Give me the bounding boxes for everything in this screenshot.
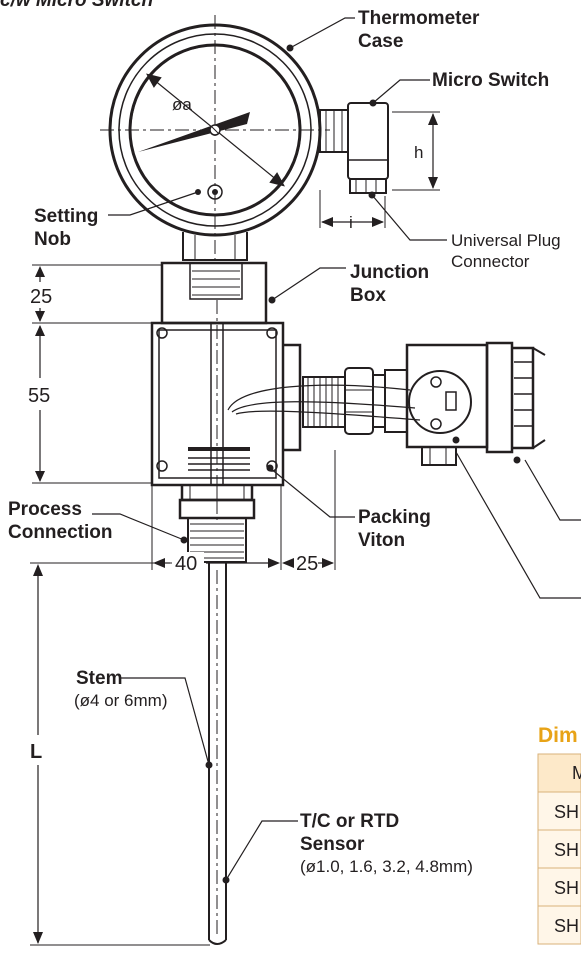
label-plug-2: Connector (451, 252, 530, 271)
dial-needle (138, 112, 250, 152)
label-packing-1: Packing (358, 507, 431, 528)
dim-L: L (30, 741, 42, 763)
label-packing-2: Viton (358, 530, 405, 551)
table-row: SH (554, 840, 579, 860)
label-dial-symbol: øa (172, 95, 192, 114)
table-row: SH (554, 916, 579, 936)
label-setting-1: Setting (34, 206, 98, 227)
label-junction-2: Box (350, 285, 386, 306)
header-title: c/w Micro Switch (0, 0, 153, 11)
label-process-2: Connection (8, 522, 113, 543)
label-sensor-note: (ø1.0, 1.6, 3.2, 4.8mm) (300, 857, 473, 876)
process-connection (178, 485, 256, 563)
label-thermometer-1: Thermometer (358, 8, 480, 29)
table-row: SH (554, 802, 579, 822)
label-sensor-2: Sensor (300, 834, 365, 855)
dim-25-top: 25 (30, 286, 52, 308)
label-stem: Stem (76, 668, 122, 689)
label-sensor-1: T/C or RTD (300, 811, 399, 832)
label-micro-switch: Micro Switch (432, 70, 549, 91)
table-title: Dim (538, 724, 578, 747)
label-i: i (349, 213, 353, 232)
label-thermometer-2: Case (358, 31, 403, 52)
label-stem-note: (ø4 or 6mm) (74, 691, 168, 710)
stem (208, 562, 227, 945)
junction-top (160, 261, 268, 325)
connection-head (405, 341, 546, 466)
label-setting-2: Nob (34, 229, 71, 250)
label-junction-1: Junction (350, 262, 429, 283)
dimension-table: Dim M SH SH SH SH (537, 724, 581, 945)
label-plug-1: Universal Plug (451, 231, 561, 250)
label-h: h (414, 143, 423, 162)
dim-25-side: 25 (296, 553, 318, 575)
dim-40: 40 (175, 553, 197, 575)
table-row: SH (554, 878, 579, 898)
label-process-1: Process (8, 499, 82, 520)
micro-switch (319, 102, 389, 194)
junction-box (150, 321, 302, 487)
dim-55: 55 (28, 385, 50, 407)
table-header-cell: M (572, 763, 581, 783)
